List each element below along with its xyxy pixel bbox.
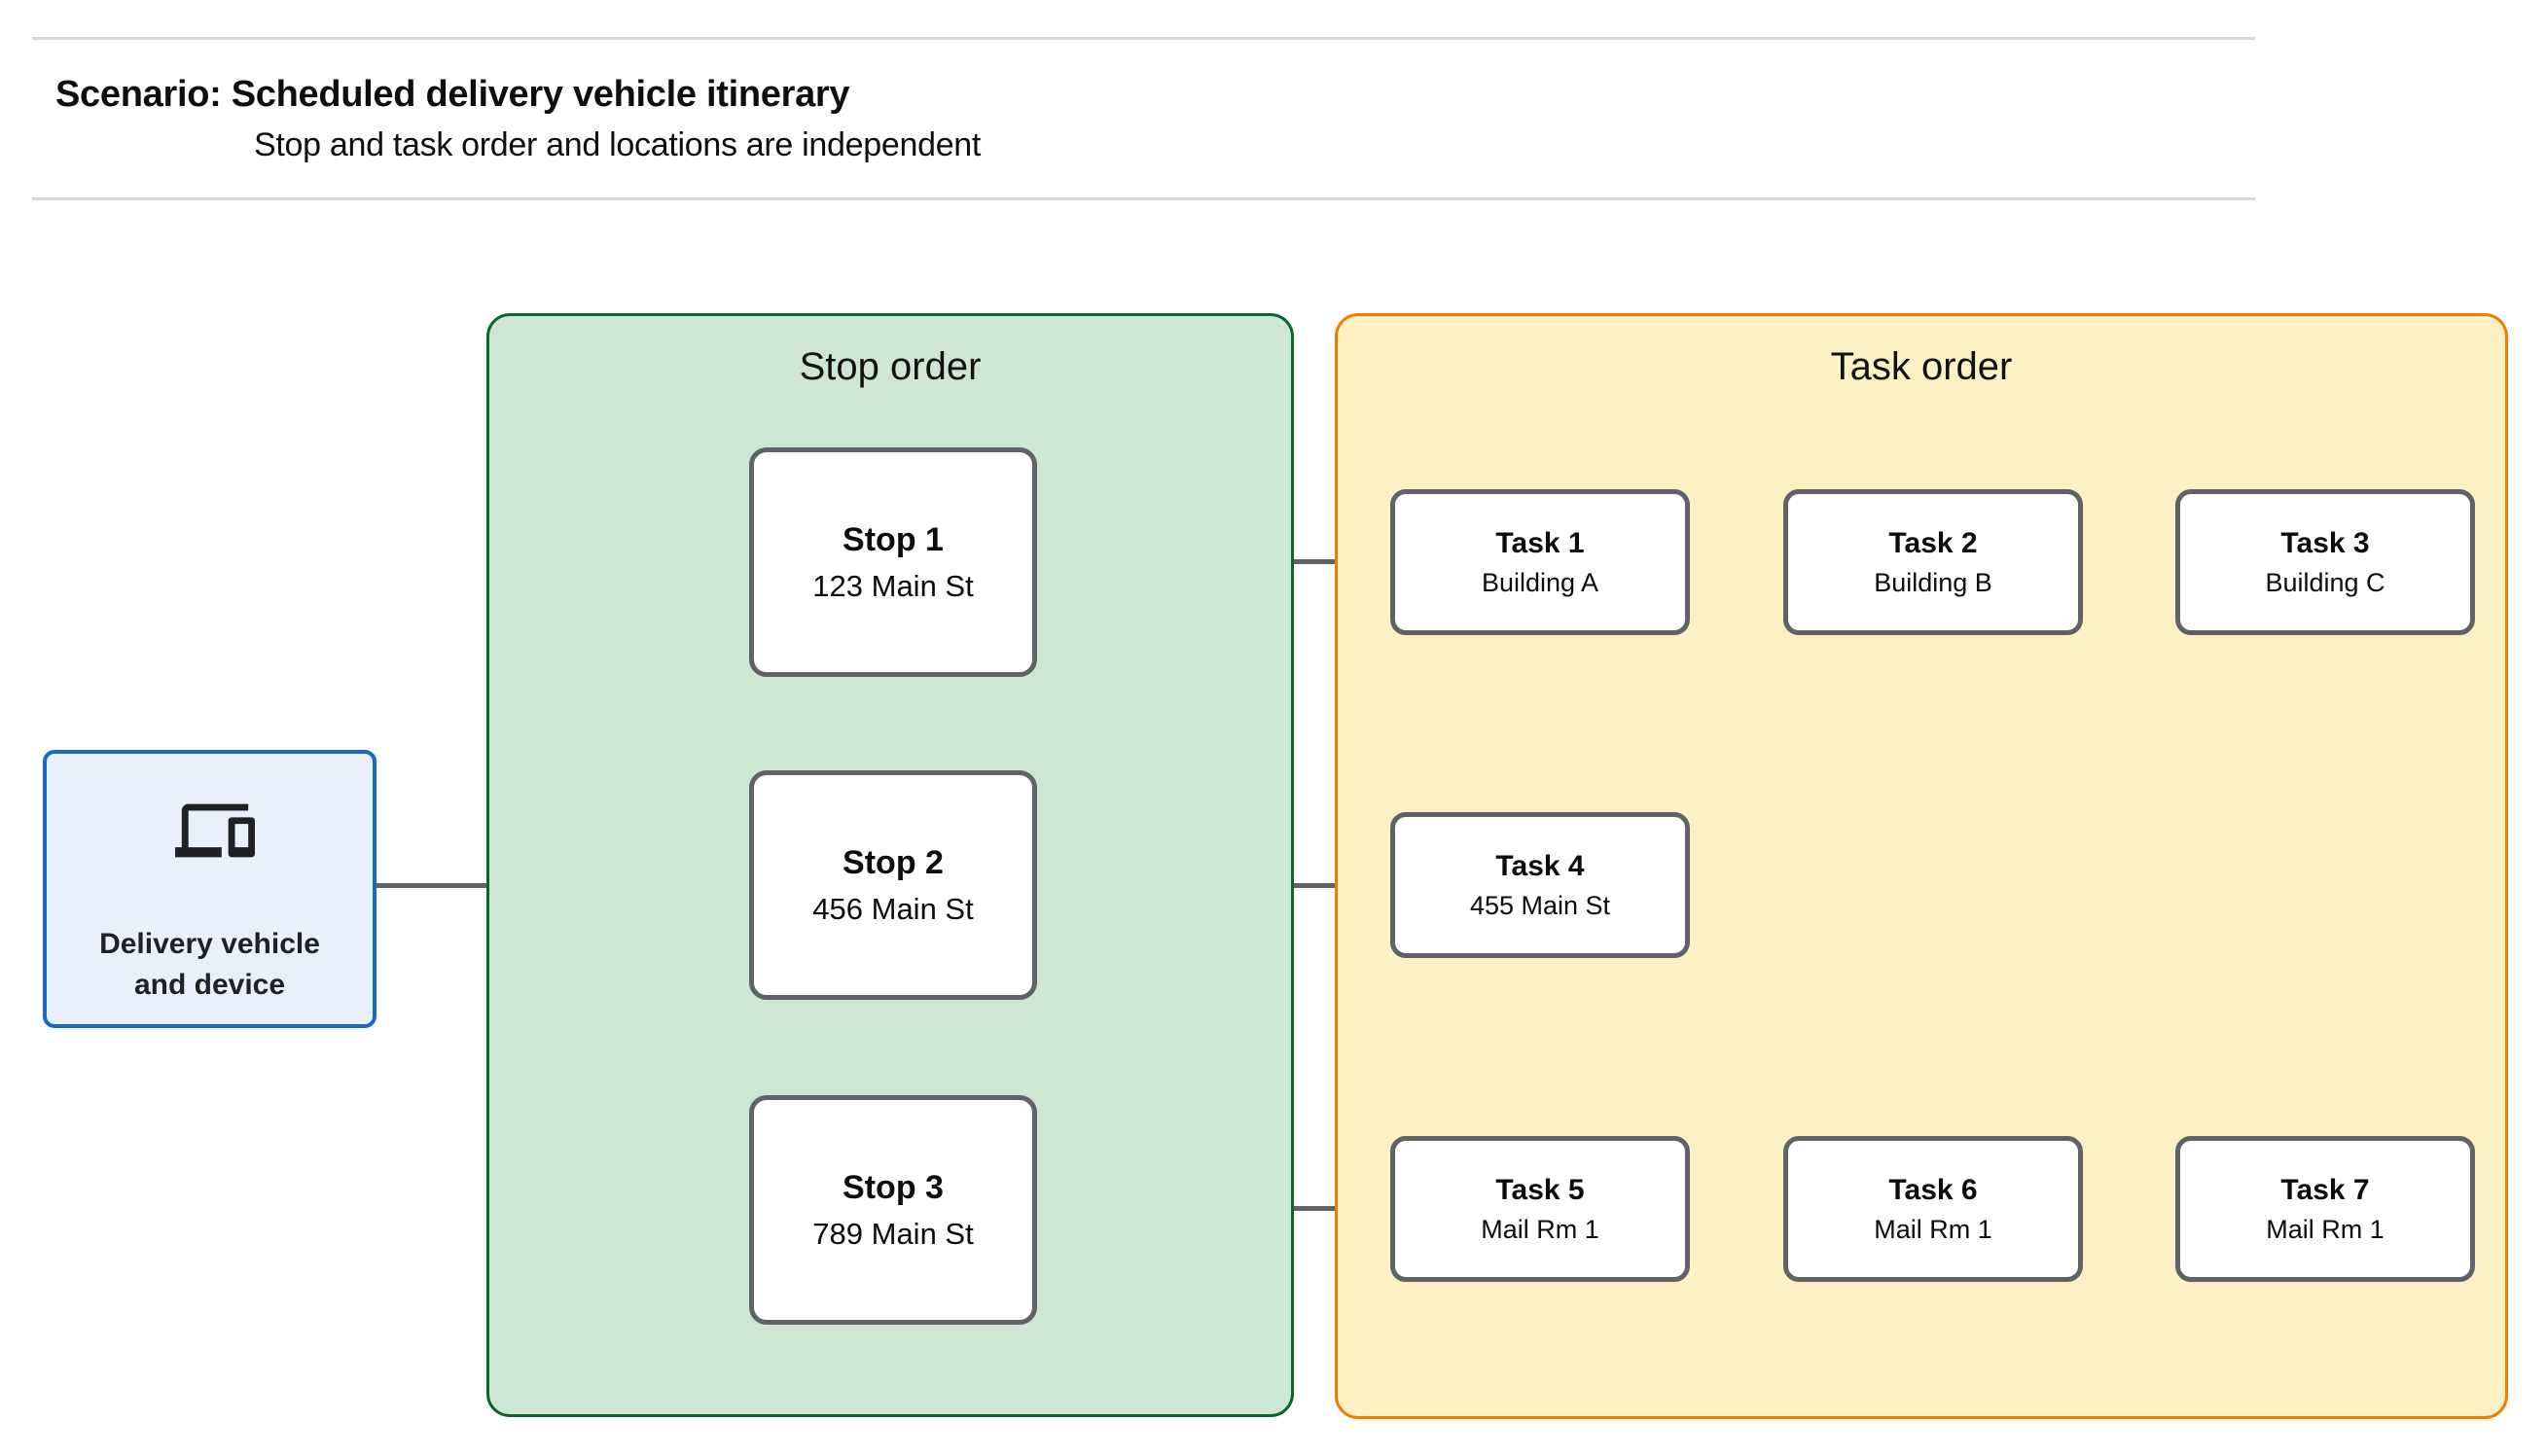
- task-location: Building A: [1481, 567, 1599, 597]
- node-task-3: Task 3 Building C: [2175, 489, 2475, 635]
- stop-name: Stop 2: [843, 843, 944, 881]
- delivery-vehicle-label-line2: and device: [133, 969, 286, 1001]
- task-name: Task 3: [2280, 526, 2370, 559]
- task-location: Mail Rm 1: [1874, 1214, 1992, 1244]
- node-task-2: Task 2 Building B: [1783, 489, 2083, 635]
- stop-name: Stop 1: [843, 520, 944, 558]
- stop-name: Stop 3: [843, 1168, 944, 1206]
- task-location: Mail Rm 1: [2266, 1214, 2385, 1244]
- task-name: Task 4: [1495, 849, 1585, 882]
- delivery-vehicle-label: Delivery vehicle and device: [47, 924, 373, 1006]
- node-stop-2: Stop 2 456 Main St: [749, 770, 1037, 1000]
- node-task-1: Task 1 Building A: [1390, 489, 1690, 635]
- page-title: Scenario: Scheduled delivery vehicle iti…: [55, 74, 850, 115]
- header-rule-top: [32, 37, 2255, 40]
- task-name: Task 5: [1495, 1173, 1585, 1206]
- task-order-title: Task order: [1830, 345, 2013, 388]
- stop-location: 789 Main St: [812, 1216, 974, 1251]
- node-task-4: Task 4 455 Main St: [1390, 812, 1690, 958]
- task-location: Mail Rm 1: [1481, 1214, 1599, 1244]
- node-stop-1: Stop 1 123 Main St: [749, 447, 1037, 677]
- task-name: Task 7: [2280, 1173, 2370, 1206]
- task-name: Task 6: [1888, 1173, 1978, 1206]
- stop-order-title: Stop order: [799, 345, 982, 388]
- task-name: Task 1: [1495, 526, 1585, 559]
- task-name: Task 2: [1888, 526, 1978, 559]
- task-location: Building B: [1874, 567, 1992, 597]
- devices-icon: [175, 803, 255, 858]
- header-rule-bottom: [32, 197, 2255, 200]
- task-location: 455 Main St: [1469, 890, 1611, 920]
- node-stop-3: Stop 3 789 Main St: [749, 1095, 1037, 1325]
- delivery-vehicle-box: Delivery vehicle and device: [43, 750, 377, 1028]
- page-subtitle: Stop and task order and locations are in…: [254, 126, 982, 163]
- node-task-5: Task 5 Mail Rm 1: [1390, 1136, 1690, 1282]
- delivery-vehicle-label-line1: Delivery vehicle: [99, 928, 320, 960]
- task-location: Building C: [2265, 567, 2385, 597]
- stop-location: 456 Main St: [812, 891, 974, 926]
- node-task-7: Task 7 Mail Rm 1: [2175, 1136, 2475, 1282]
- stop-location: 123 Main St: [812, 568, 974, 603]
- node-task-6: Task 6 Mail Rm 1: [1783, 1136, 2083, 1282]
